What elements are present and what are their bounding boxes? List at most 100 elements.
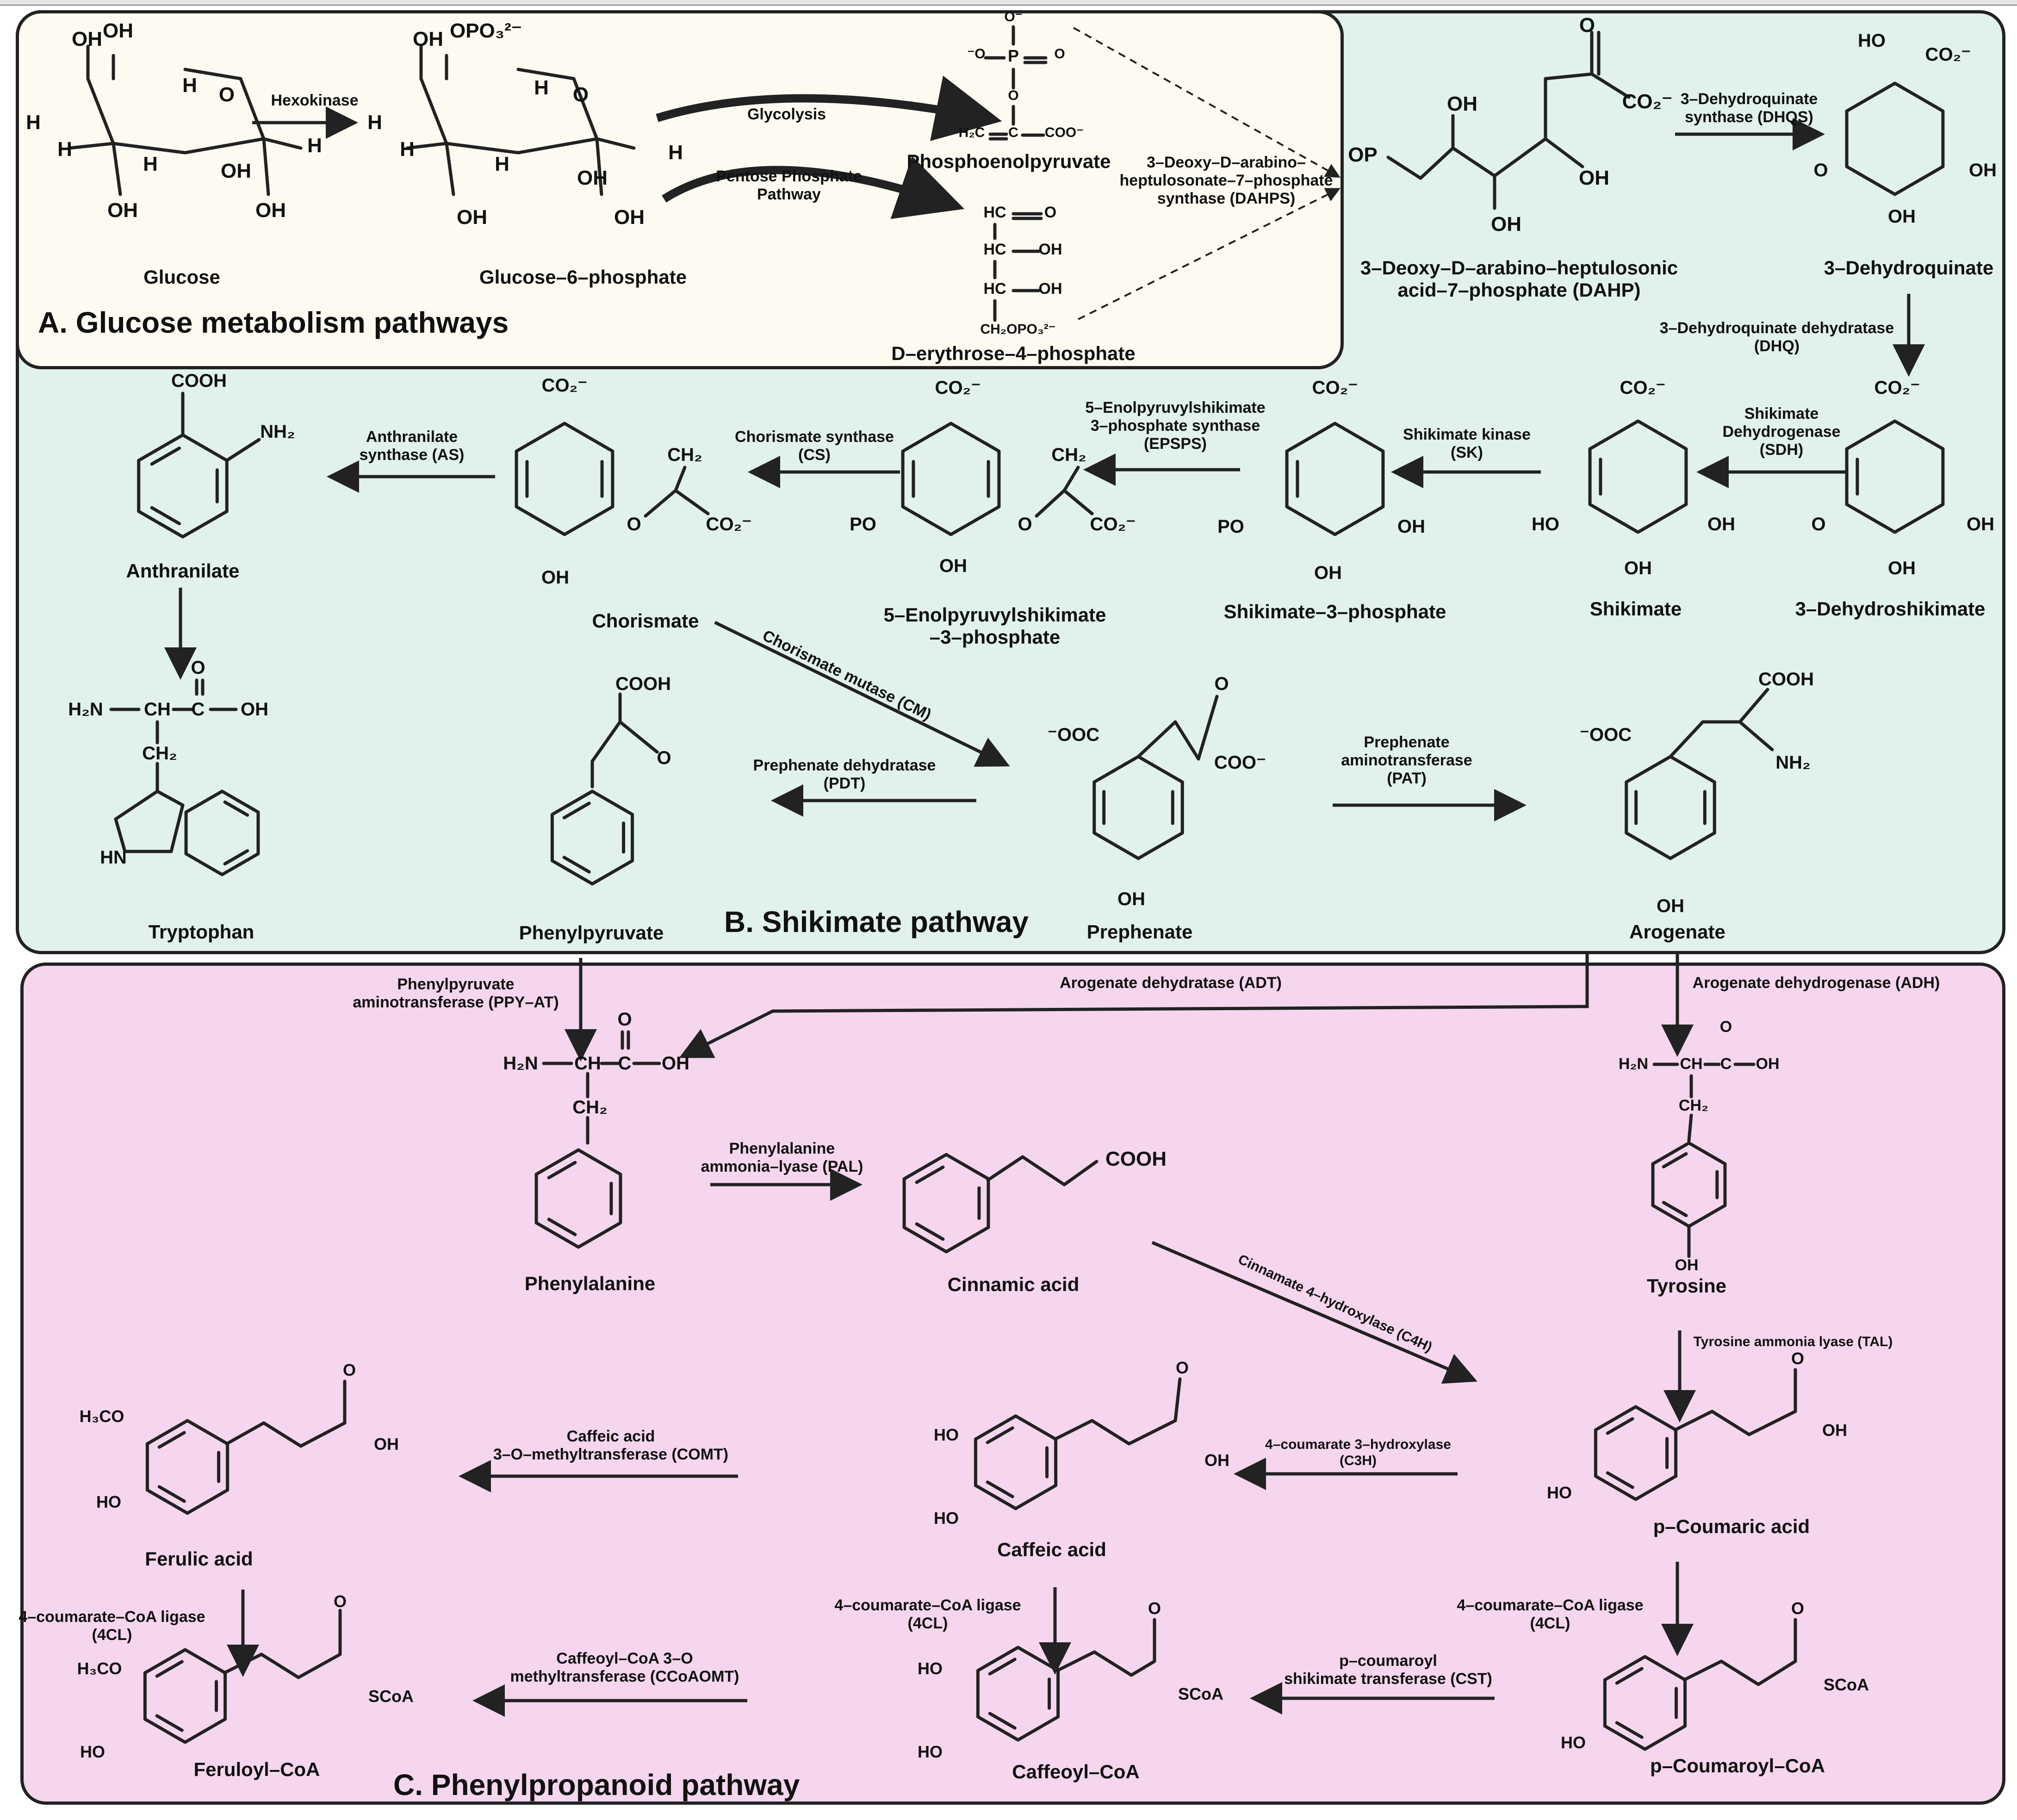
enzyme-4cl-caffeic: 4–coumarate–CoA ligase (4CL) — [834, 1596, 1021, 1633]
atom-oh: OH — [1624, 558, 1652, 578]
atom-ho: HO — [1532, 514, 1559, 534]
atom-oh: OH — [1038, 280, 1062, 298]
atom-oh: OH — [221, 160, 251, 182]
glucose-bond — [68, 142, 115, 150]
compound-phenylalanine: Phenylalanine — [524, 1273, 656, 1294]
atom-h: H — [367, 111, 382, 134]
enzyme-tal: Tyrosine ammonia lyase (TAL) — [1693, 1334, 1893, 1349]
atom-ooc: ⁻OOC — [1047, 725, 1100, 745]
prephenate-bond — [1136, 720, 1177, 758]
tyr-ring-double-bond — [1662, 1152, 1688, 1168]
atom-oh: OH — [457, 206, 487, 229]
feruloylcoa-ring — [143, 1648, 227, 1744]
atom-oh: OH — [1579, 167, 1609, 189]
arrow-e4p-to-dahp — [1078, 188, 1341, 320]
atom-o: O — [191, 658, 205, 678]
atom-h2n: H₂N — [503, 1053, 538, 1074]
atom-oh: OH — [72, 28, 102, 50]
compound-p-coumaroyl-coa: p–Coumaroyl–CoA — [1650, 1755, 1825, 1777]
enzyme-4cl-coumaric: 4–coumarate–CoA ligase (4CL) — [1457, 1596, 1644, 1633]
panel-a-title: A. Glucose metabolism pathways — [38, 306, 509, 339]
phe-ring-double-bond — [547, 1161, 577, 1180]
enzyme-comt: Caffeic acid 3–O–methyltransferase (COMT… — [493, 1428, 729, 1464]
chorismate-bond — [674, 466, 687, 492]
atom-o: O — [1018, 514, 1032, 534]
atom-ch: CH — [574, 1053, 601, 1074]
epsp-bond — [1062, 466, 1080, 492]
ferulic-ring — [145, 1419, 230, 1515]
atom-scoa: SCoA — [1178, 1684, 1223, 1703]
anthranilate-ring-double-bond — [150, 446, 181, 466]
atom-o: O — [1811, 514, 1826, 534]
glucose-bond — [262, 137, 270, 196]
compound-ferulic-acid: Ferulic acid — [145, 1548, 253, 1570]
atom-h2c: H₂C — [958, 125, 985, 140]
pcoumaroylcoa-ring — [1603, 1655, 1687, 1751]
enzyme-adh: Arogenate dehydrogenase (ADH) — [1692, 974, 1940, 992]
enzyme-sdh: Shikimate Dehydrogenase (SDH) — [1722, 405, 1841, 459]
atom-oh: OH — [1397, 516, 1425, 537]
chorismate-bond — [644, 489, 677, 518]
phe-ring-double-bond — [547, 1217, 577, 1236]
atom-po: PO — [850, 514, 876, 534]
atom-oh: OH — [1491, 213, 1521, 236]
atom-hc: HC — [983, 204, 1006, 221]
atom-ch: CH — [1680, 1055, 1703, 1073]
dahp-bond — [1590, 72, 1631, 99]
g6p-bond — [445, 142, 455, 196]
arogenate-ring — [1625, 755, 1716, 860]
atom-ch2: CH₂ — [1051, 445, 1086, 465]
atom-oh: OH — [662, 1053, 689, 1074]
epsp-bond — [1062, 489, 1094, 516]
atom-h: H — [495, 153, 509, 175]
enzyme-dhq: 3–Dehydroquinate dehydratase (DHQ) — [1659, 319, 1894, 355]
pcoumaric-ring-double-bond — [1606, 1417, 1634, 1435]
atom-o: O — [1148, 1599, 1161, 1618]
ferulic-ring-double-bond — [157, 1485, 186, 1503]
compound-epsp: 5–Enolpyruvylshikimate –3–phosphate — [883, 604, 1106, 648]
caffeoylcoa-ring — [976, 1646, 1060, 1742]
atom-ch2opo3: CH₂OPO₃²⁻ — [980, 322, 1056, 337]
enzyme-dhqs: 3–Dehydroquinate synthase (DHQS) — [1680, 90, 1818, 126]
dahp-bond — [1544, 137, 1584, 168]
atom-ch: CH — [144, 699, 171, 720]
atom-c: C — [191, 699, 205, 720]
cinnamic-ring — [902, 1153, 990, 1254]
dahp-chain — [1386, 72, 1594, 180]
atom-oh: OH — [1888, 206, 1916, 227]
enzyme-epsps: 5–Enolpyruvylshikimate 3–phosphate synth… — [1085, 399, 1266, 453]
atom-scoa: SCoA — [1824, 1675, 1869, 1694]
pcoumaric-chain — [1673, 1368, 1797, 1436]
compound-glucose: Glucose — [143, 266, 220, 288]
atom-ho: HO — [1561, 1733, 1586, 1752]
atom-h: H — [307, 134, 322, 157]
panel-b-title: B. Shikimate pathway — [724, 905, 1029, 938]
arogenate-bond — [1738, 688, 1769, 724]
atom-h: H — [668, 141, 683, 164]
anthranilate-ring-double-bond — [150, 506, 181, 526]
enzyme-pdt: Prephenate dehydratase (PDT) — [753, 757, 936, 793]
atom-h3co: H₃CO — [77, 1659, 122, 1678]
enzyme-c3h: 4–coumarate 3–hydroxylase (C3H) — [1265, 1437, 1451, 1468]
anthranilate-bond — [225, 438, 261, 462]
compound-phenylpyruvate: Phenylpyruvate — [519, 922, 664, 944]
atom-h: H — [534, 76, 549, 99]
arrow-pentose-phosphate — [662, 155, 965, 219]
arrow-adt — [679, 953, 1589, 1058]
atom-oh: OH — [1969, 160, 1997, 180]
enzyme-dahps: 3–Deoxy–D–arabino– heptulosonate–7–phosp… — [1119, 154, 1333, 208]
atom-h3co: H₃CO — [79, 1407, 124, 1426]
atom-oh: OH — [1657, 896, 1684, 916]
atom-cooh: COOH — [1758, 669, 1814, 689]
atom-o: O — [617, 1009, 632, 1030]
epsp-ring — [901, 422, 1001, 536]
arogenate-bond — [1669, 720, 1705, 758]
atom-po: PO — [1217, 516, 1244, 537]
shikimate-3-phosphate-ring — [1285, 422, 1385, 536]
atom-ho: HO — [918, 1742, 943, 1761]
enzyme-as: Anthranilate synthase (AS) — [359, 428, 465, 464]
atom-co2: CO₂⁻ — [706, 514, 752, 534]
atom-co2: CO₂⁻ — [1925, 44, 1971, 65]
atom-oh: OH — [1756, 1055, 1780, 1073]
